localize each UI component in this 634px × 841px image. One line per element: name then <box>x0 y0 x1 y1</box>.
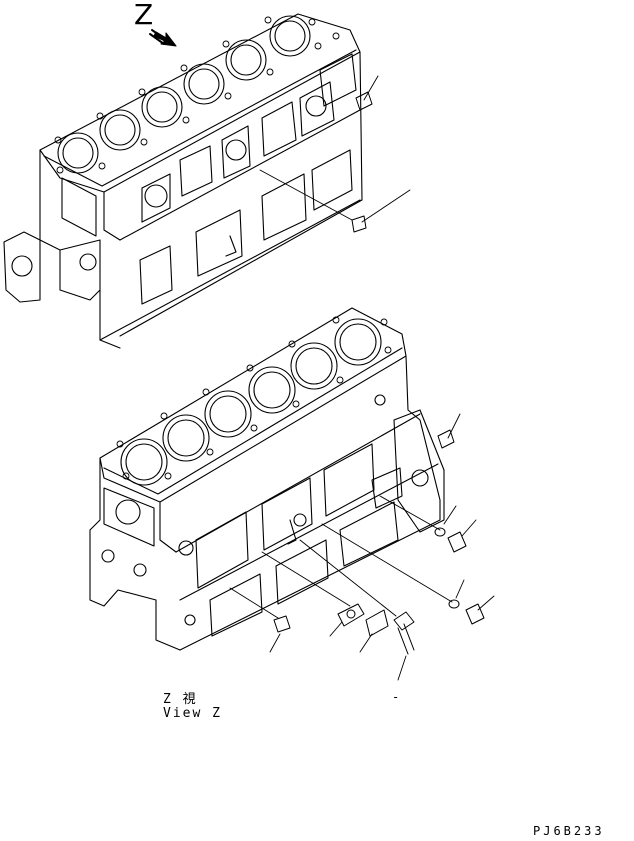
view-caption-english: View Z <box>163 706 222 721</box>
view-direction-arrow-icon <box>150 30 176 46</box>
view-letter-label: Z <box>134 0 154 31</box>
upper-callouts <box>260 76 410 232</box>
upper-cylinder-block <box>4 14 362 348</box>
drawing-code: PJ6B233 <box>533 824 605 838</box>
lower-cylinder-block <box>90 308 444 650</box>
lower-callouts <box>230 414 494 680</box>
dash-mark: - <box>392 690 400 704</box>
view-caption-japanese: Z 視 <box>163 692 198 707</box>
